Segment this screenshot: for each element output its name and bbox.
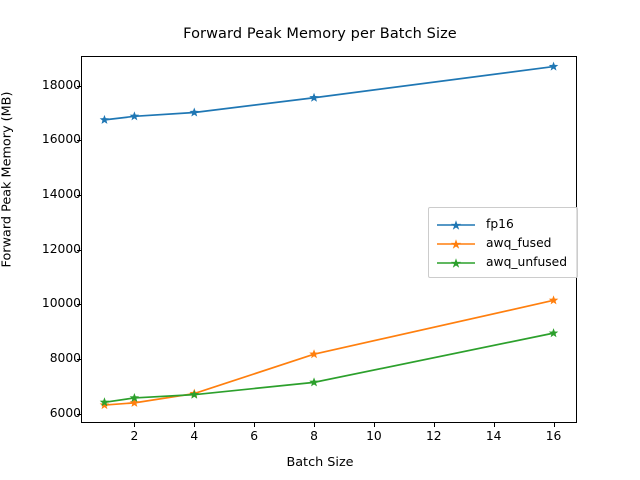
legend[interactable]: fp16 awq_fused awq_unfused [428, 207, 578, 278]
legend-swatch-awq-fused [436, 236, 476, 250]
legend-swatch-fp16 [436, 217, 476, 231]
series-line-awq_unfused [104, 332, 554, 404]
series-marker-fp16 [309, 92, 319, 102]
series-marker-fp16 [189, 107, 200, 117]
x-tick-label: 12 [425, 429, 442, 443]
y-tick-mark [77, 359, 81, 361]
chart-title: Forward Peak Memory per Batch Size [183, 26, 457, 42]
x-tick-mark [134, 423, 136, 427]
series-marker-awq_unfused [548, 328, 559, 338]
x-tick-label: 2 [130, 429, 139, 443]
legend-item-2[interactable]: awq_unfused [436, 252, 569, 271]
legend-item-0[interactable]: fp16 [436, 214, 569, 233]
x-tick-mark [254, 423, 256, 427]
series-marker-fp16 [99, 114, 110, 124]
series-marker-awq_fused [99, 400, 110, 410]
series-marker-awq_fused [129, 397, 140, 407]
y-tick-mark [77, 304, 81, 306]
y-axis-ticks: 6000 8000 10000 12000 14000 16000 18000 [13, 0, 81, 480]
series-marker-awq_fused [309, 349, 319, 359]
x-tick-mark [373, 423, 375, 427]
y-tick-mark [77, 413, 81, 415]
x-tick-label: 10 [366, 429, 382, 443]
legend-item-1[interactable]: awq_fused [436, 233, 569, 252]
y-tick-label: 8000 [49, 351, 81, 366]
y-tick-mark [77, 195, 81, 197]
series-lines [99, 61, 559, 410]
x-tick-mark [553, 423, 555, 427]
x-tick-label: 16 [545, 429, 562, 443]
x-tick-label: 14 [485, 429, 502, 443]
x-axis-label: Batch Size [286, 455, 354, 470]
series-marker-awq_unfused [99, 397, 110, 407]
series-marker-fp16 [129, 111, 140, 121]
series-line-fp16 [104, 65, 554, 121]
y-tick-label: 6000 [49, 405, 81, 420]
x-tick-mark [493, 423, 495, 427]
y-tick-mark [77, 140, 81, 142]
x-tick-mark [194, 423, 196, 427]
y-tick-label: 10000 [41, 296, 81, 311]
legend-label-awq-fused: awq_fused [486, 235, 552, 250]
x-tick-label: 4 [190, 429, 199, 443]
y-tick-mark [77, 85, 81, 87]
x-tick-label: 8 [310, 429, 318, 443]
series-marker-awq_unfused [309, 377, 319, 387]
x-tick-label: 6 [250, 429, 259, 443]
series-marker-awq_unfused [189, 389, 200, 399]
legend-label-awq-unfused: awq_unfused [486, 254, 568, 269]
series-marker-awq_unfused [129, 392, 140, 402]
series-line-awq_fused [104, 299, 554, 406]
x-axis-ticks: 2 4 6 8 10 12 14 16 [0, 423, 640, 453]
y-tick-label: 12000 [41, 241, 81, 256]
y-tick-label: 16000 [41, 132, 81, 147]
x-tick-mark [314, 423, 316, 427]
legend-swatch-awq-unfused [436, 255, 476, 269]
series-marker-awq_fused [548, 295, 559, 305]
y-tick-label: 18000 [41, 77, 81, 92]
legend-label-fp16: fp16 [486, 216, 514, 231]
x-tick-mark [433, 423, 435, 427]
y-tick-label: 14000 [41, 187, 81, 202]
y-tick-mark [77, 249, 81, 251]
series-marker-fp16 [548, 61, 559, 71]
